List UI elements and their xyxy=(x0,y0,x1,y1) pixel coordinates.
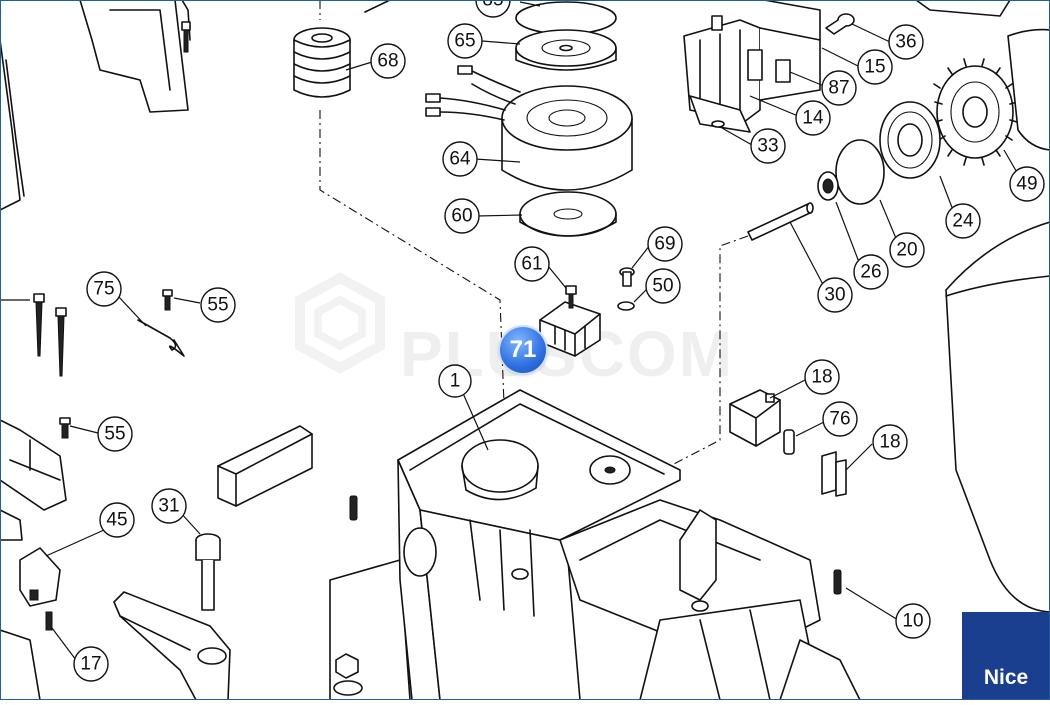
callout-15-label: 15 xyxy=(864,57,885,78)
callout-85-label: 85 xyxy=(482,0,503,11)
callout-15: 15 xyxy=(857,49,893,85)
callout-31-label: 31 xyxy=(158,496,179,517)
switch-18 xyxy=(729,389,781,447)
grub-screw-10 xyxy=(833,569,842,595)
callout-68: 68 xyxy=(370,43,406,79)
screw-55-mid xyxy=(162,289,173,311)
coil-64 xyxy=(425,65,633,191)
callout-36: 36 xyxy=(888,24,924,60)
callout-18-clip: 18 xyxy=(872,424,908,460)
callout-61-label: 61 xyxy=(521,254,542,275)
callout-24-label: 24 xyxy=(952,211,974,232)
callout-87: 87 xyxy=(821,70,857,106)
callout-17-label: 17 xyxy=(80,654,101,675)
callout-26: 26 xyxy=(853,254,889,290)
bolt-31 xyxy=(195,533,221,611)
callout-1: 1 xyxy=(438,364,472,398)
nut-bottom xyxy=(333,653,363,696)
callout-55-top-label: 55 xyxy=(207,295,228,316)
callout-69-label: 69 xyxy=(654,234,675,255)
circlip-20 xyxy=(835,139,885,205)
screw-left-a xyxy=(33,293,45,357)
callout-18-clip-label: 18 xyxy=(879,432,900,453)
release-lever xyxy=(113,591,231,701)
callout-50: 50 xyxy=(645,268,681,304)
callout-10-label: 10 xyxy=(902,611,923,632)
shaft-30 xyxy=(747,202,814,241)
electronic-board xyxy=(683,0,821,133)
brand-logo: Nice xyxy=(962,612,1050,700)
callout-36-label: 36 xyxy=(895,32,916,53)
fuse-76 xyxy=(783,429,795,455)
right-cover xyxy=(945,221,1050,613)
callout-49: 49 xyxy=(1009,166,1045,202)
screw-55-top xyxy=(181,21,191,53)
callout-17: 17 xyxy=(73,646,109,682)
callout-76-label: 76 xyxy=(829,409,850,430)
screw-55-lower xyxy=(59,417,71,439)
disc-65-stack xyxy=(515,1,617,71)
callout-64-label: 64 xyxy=(449,149,471,170)
callout-55-top: 55 xyxy=(200,287,236,323)
bracket-45 xyxy=(19,547,61,607)
callout-85: 85 xyxy=(475,0,511,18)
spring-17 xyxy=(45,611,53,631)
callout-1-label: 1 xyxy=(450,371,461,392)
brand-logo-text: Nice xyxy=(983,666,1029,689)
callout-75: 75 xyxy=(86,271,122,307)
clip-18 xyxy=(821,451,847,497)
callout-87-label: 87 xyxy=(828,78,849,99)
callout-64: 64 xyxy=(442,141,478,177)
callout-10: 10 xyxy=(895,603,931,639)
gearbox-housing-1 xyxy=(329,389,861,701)
callout-69: 69 xyxy=(647,226,683,262)
callout-68-label: 68 xyxy=(377,51,398,72)
callout-55-lower-label: 55 xyxy=(104,424,125,445)
part-71-badge[interactable]: 71 xyxy=(500,327,546,373)
callout-45: 45 xyxy=(99,502,135,538)
callout-33-label: 33 xyxy=(757,136,778,157)
gear-49 xyxy=(933,58,1018,166)
callout-18-switch-label: 18 xyxy=(811,367,832,388)
ring-right xyxy=(1007,28,1050,151)
rectifier-61 xyxy=(539,285,601,357)
callout-76: 76 xyxy=(822,401,858,437)
cover-plate xyxy=(217,425,313,507)
callout-26-label: 26 xyxy=(860,262,881,283)
left-base xyxy=(0,629,41,701)
spring-75 xyxy=(137,319,185,357)
callout-60: 60 xyxy=(444,198,480,234)
grub-screw-left xyxy=(349,495,358,521)
callout-31: 31 xyxy=(151,488,187,524)
screw-left-b xyxy=(55,307,67,377)
disc-60 xyxy=(519,191,617,237)
callout-60-label: 60 xyxy=(451,206,472,227)
callout-55-lower: 55 xyxy=(97,416,133,452)
callout-24: 24 xyxy=(945,203,981,239)
callout-30: 30 xyxy=(817,277,853,313)
callout-30-label: 30 xyxy=(824,285,845,306)
seal-26 xyxy=(817,171,839,201)
callout-65-label: 65 xyxy=(454,31,475,52)
left-cover-fragment xyxy=(0,0,191,211)
screw-36 xyxy=(825,13,855,35)
bearing-24 xyxy=(879,101,941,179)
callout-20-label: 20 xyxy=(896,240,917,261)
callout-61: 61 xyxy=(514,246,550,282)
callout-49-label: 49 xyxy=(1016,174,1037,195)
callout-75-label: 75 xyxy=(93,279,114,300)
callout-14: 14 xyxy=(795,100,831,136)
callout-65: 65 xyxy=(447,23,483,59)
pulley-68 xyxy=(293,27,351,98)
callout-18-switch: 18 xyxy=(804,359,840,395)
callout-50-label: 50 xyxy=(652,276,673,297)
callout-45-label: 45 xyxy=(106,510,127,531)
callout-33: 33 xyxy=(750,128,786,164)
left-bracket xyxy=(0,419,67,541)
callout-20: 20 xyxy=(889,232,925,268)
callout-14-label: 14 xyxy=(802,108,824,129)
screw-69 xyxy=(617,267,635,311)
